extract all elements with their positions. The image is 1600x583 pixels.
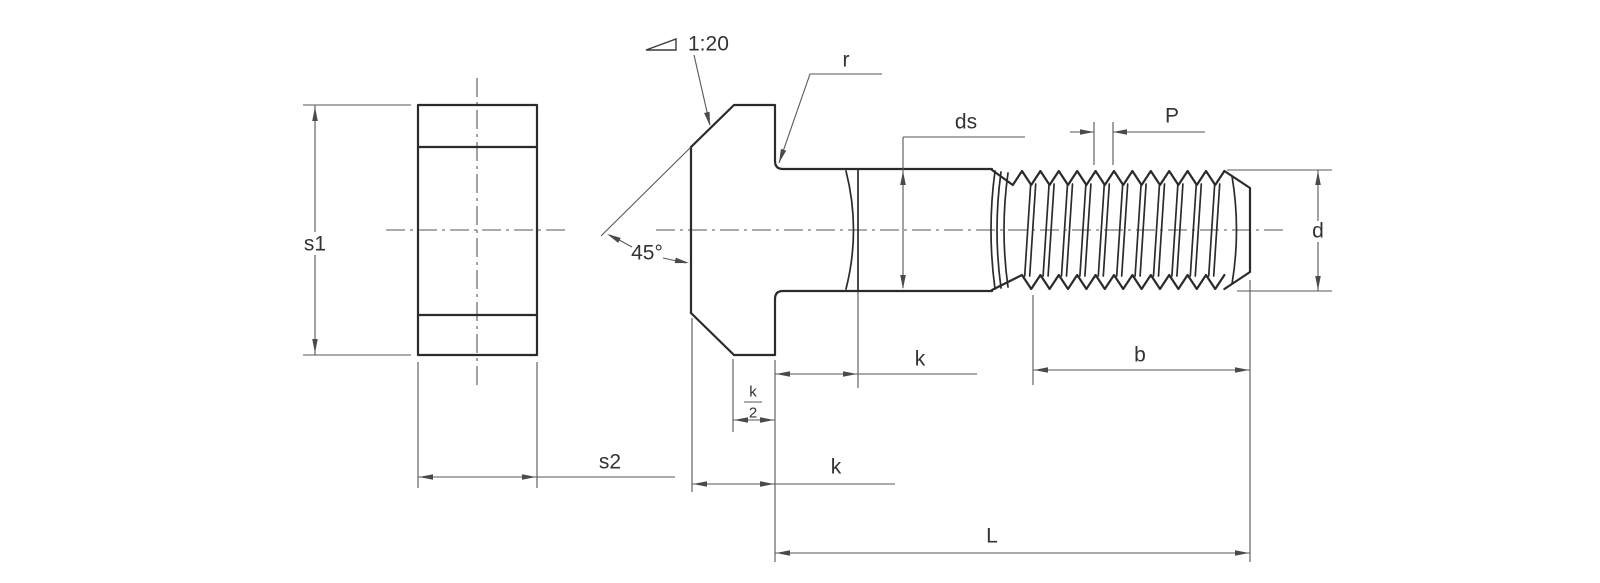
dim-k-upper: k	[775, 292, 977, 388]
dim-label-d: d	[1312, 220, 1324, 243]
centerlines	[386, 78, 1287, 390]
thread-pattern	[990, 168, 1252, 292]
bolt-side-view	[689, 103, 994, 357]
head-shank-transition-arc	[845, 170, 855, 290]
construction-line-45deg	[600, 146, 692, 237]
dim-k-lower: k	[691, 318, 895, 492]
annotation-fillet-radius: r	[778, 49, 882, 164]
dim-label-P: P	[1165, 105, 1179, 128]
dim-label-k-lower: k	[831, 456, 842, 479]
dim-label-45deg: 45°	[631, 242, 663, 265]
annotation-taper: 1:20	[645, 33, 729, 126]
dim-label-s1: s1	[304, 233, 326, 256]
dim-b: b	[1032, 295, 1250, 385]
dim-P: P	[1070, 105, 1205, 165]
dim-label-taper: 1:20	[688, 33, 729, 56]
taper-symbol-icon	[645, 37, 677, 51]
dim-d: d	[1227, 169, 1332, 292]
dim-s2: s2	[417, 362, 675, 488]
dim-s1: s1	[303, 104, 411, 356]
bolt-lower-outline	[689, 289, 994, 357]
dim-label-s2: s2	[599, 451, 621, 474]
head-end-view-outline	[416, 103, 539, 357]
annotation-45deg: 45°	[600, 146, 692, 265]
dimension-arrowheads	[312, 107, 1321, 556]
dim-ds: ds	[902, 111, 1025, 288]
dim-L: L	[774, 280, 1251, 562]
dim-label-r: r	[843, 49, 850, 72]
bolt-upper-outline	[689, 103, 994, 171]
dim-label-L: L	[986, 525, 998, 548]
dim-label-k-half-denominator: 2	[749, 405, 757, 422]
dim-label-ds: ds	[955, 111, 977, 134]
dim-label-k-half-numerator: k	[749, 384, 757, 401]
dim-label-b: b	[1134, 344, 1146, 367]
dim-label-k-upper: k	[915, 348, 926, 371]
head-end-view	[416, 103, 539, 357]
